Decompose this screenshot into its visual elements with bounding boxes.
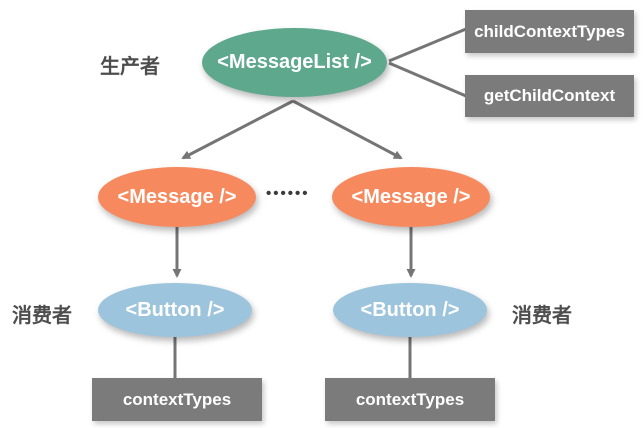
ellipsis-dots: •••••• bbox=[266, 185, 310, 202]
edge-messagelist-to-message-right bbox=[292, 99, 403, 160]
edge-messagelist-to-message-left bbox=[181, 99, 294, 160]
box-child-context-types-label: childContextTypes bbox=[474, 21, 625, 41]
consumer-label-left: 消费者 bbox=[12, 305, 72, 327]
node-message-right-label: <Message /> bbox=[351, 185, 471, 208]
node-button-left: <Button /> bbox=[98, 283, 252, 337]
node-message-right: <Message /> bbox=[332, 167, 490, 227]
edge-messagelist-to-getchildcontext bbox=[388, 61, 467, 98]
producer-label: 生产者 bbox=[100, 56, 160, 78]
box-get-child-context: getChildContext bbox=[465, 75, 634, 117]
node-message-list-label: <MessageList /> bbox=[217, 51, 372, 73]
node-message-left-label: <Message /> bbox=[117, 185, 237, 208]
consumer-label-right: 消费者 bbox=[512, 305, 572, 327]
box-child-context-types: childContextTypes bbox=[465, 10, 634, 53]
node-button-left-label: <Button /> bbox=[125, 298, 225, 321]
node-message-list: <MessageList /> bbox=[202, 28, 387, 97]
edge-messagelist-to-childcontexttypes bbox=[388, 27, 467, 63]
box-context-types-left: contextTypes bbox=[92, 378, 262, 421]
node-button-right: <Button /> bbox=[333, 283, 487, 337]
node-button-right-label: <Button /> bbox=[360, 298, 460, 321]
box-context-types-left-label: contextTypes bbox=[122, 389, 232, 409]
box-get-child-context-label: getChildContext bbox=[483, 86, 616, 105]
box-context-types-right-label: contextTypes bbox=[355, 389, 465, 409]
node-message-left: <Message /> bbox=[98, 167, 256, 227]
box-context-types-right: contextTypes bbox=[325, 378, 495, 421]
